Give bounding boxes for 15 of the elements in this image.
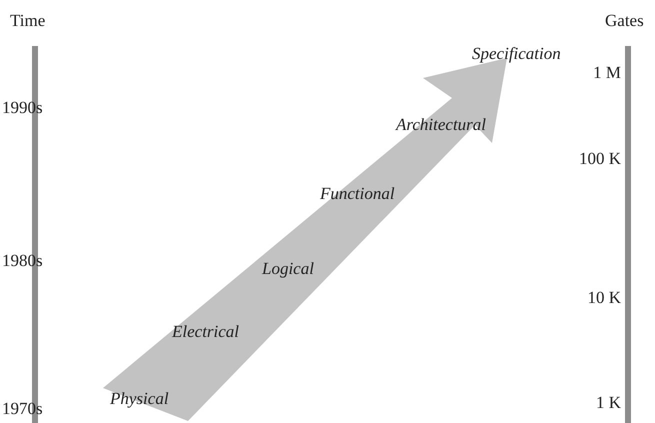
tick-label: 1980s [2,252,43,269]
level-label: Specification [472,45,561,62]
axis-title: Gates [605,12,644,29]
level-label: Electrical [172,323,240,340]
axis-title: Time [10,12,46,29]
level-label: Architectural [396,116,486,133]
tick-label: 10 K [587,289,621,306]
tick-label: 100 K [578,150,621,167]
level-label: Logical [262,260,314,277]
level-label: Physical [110,390,169,407]
tick-label: 1 M [593,64,621,81]
tick-label: 1990s [2,99,43,116]
tick-label: 1970s [2,400,43,417]
tick-label: 1 K [596,394,621,411]
level-label: Functional [320,185,395,202]
